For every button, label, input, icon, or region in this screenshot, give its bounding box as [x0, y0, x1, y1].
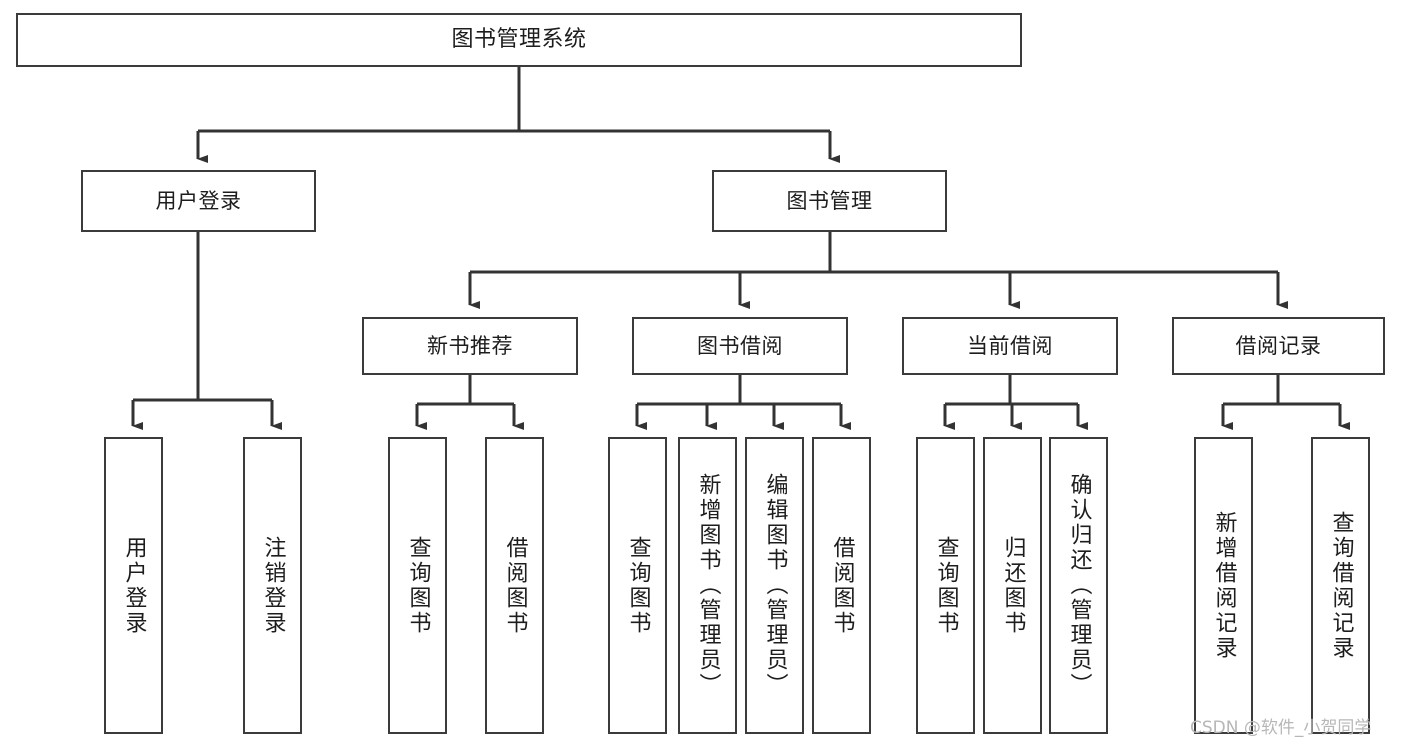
node-leaf-query-book-3-label: 查询图书: [933, 535, 959, 636]
node-leaf-add-record[interactable]: 新增借阅记录: [1194, 437, 1253, 734]
node-leaf-query-record[interactable]: 查询借阅记录: [1311, 437, 1370, 734]
node-leaf-borrow-book-1[interactable]: 借阅图书: [485, 437, 544, 734]
node-user-login-label: 用户登录: [155, 188, 242, 213]
node-leaf-return-book[interactable]: 归还图书: [983, 437, 1042, 734]
node-leaf-borrow-book-2-label: 借阅图书: [829, 535, 855, 636]
node-borrow-record[interactable]: 借阅记录: [1172, 317, 1385, 375]
node-leaf-query-book-1-label: 查询图书: [405, 535, 431, 636]
node-leaf-confirm-return-label: 确认归还（管理员）: [1066, 473, 1092, 698]
node-leaf-query-book-2-label: 查询图书: [625, 535, 651, 636]
node-leaf-add-book[interactable]: 新增图书（管理员）: [678, 437, 737, 734]
node-leaf-query-book-1[interactable]: 查询图书: [388, 437, 447, 734]
node-root-label: 图书管理系统: [451, 27, 587, 53]
node-leaf-query-book-3[interactable]: 查询图书: [916, 437, 975, 734]
node-leaf-return-book-label: 归还图书: [1000, 535, 1026, 636]
node-leaf-edit-book-label: 编辑图书（管理员）: [762, 473, 788, 698]
node-leaf-logout-label: 注销登录: [260, 535, 286, 636]
node-current-borrow[interactable]: 当前借阅: [902, 317, 1118, 375]
node-leaf-user-login-label: 用户登录: [121, 535, 147, 636]
node-leaf-add-record-label: 新增借阅记录: [1211, 510, 1237, 661]
node-user-login[interactable]: 用户登录: [81, 170, 316, 232]
node-leaf-borrow-book-2[interactable]: 借阅图书: [812, 437, 871, 734]
node-leaf-add-book-label: 新增图书（管理员）: [695, 473, 721, 698]
node-book-borrow[interactable]: 图书借阅: [632, 317, 848, 375]
node-leaf-confirm-return[interactable]: 确认归还（管理员）: [1049, 437, 1108, 734]
node-borrow-record-label: 借阅记录: [1235, 333, 1322, 358]
node-root[interactable]: 图书管理系统: [16, 13, 1022, 67]
node-leaf-logout[interactable]: 注销登录: [243, 437, 302, 734]
node-leaf-edit-book[interactable]: 编辑图书（管理员）: [745, 437, 804, 734]
node-leaf-query-record-label: 查询借阅记录: [1328, 510, 1354, 661]
node-leaf-query-book-2[interactable]: 查询图书: [608, 437, 667, 734]
node-new-book-recommend-label: 新书推荐: [427, 333, 513, 358]
node-current-borrow-label: 当前借阅: [967, 333, 1053, 358]
node-book-manage-label: 图书管理: [786, 188, 873, 213]
node-new-book-recommend[interactable]: 新书推荐: [362, 317, 578, 375]
node-leaf-user-login[interactable]: 用户登录: [104, 437, 163, 734]
csdn-watermark: CSDN @软件_小贺同学: [1190, 718, 1372, 738]
node-leaf-borrow-book-1-label: 借阅图书: [502, 535, 528, 636]
node-book-manage[interactable]: 图书管理: [712, 170, 947, 232]
node-book-borrow-label: 图书借阅: [697, 333, 783, 358]
